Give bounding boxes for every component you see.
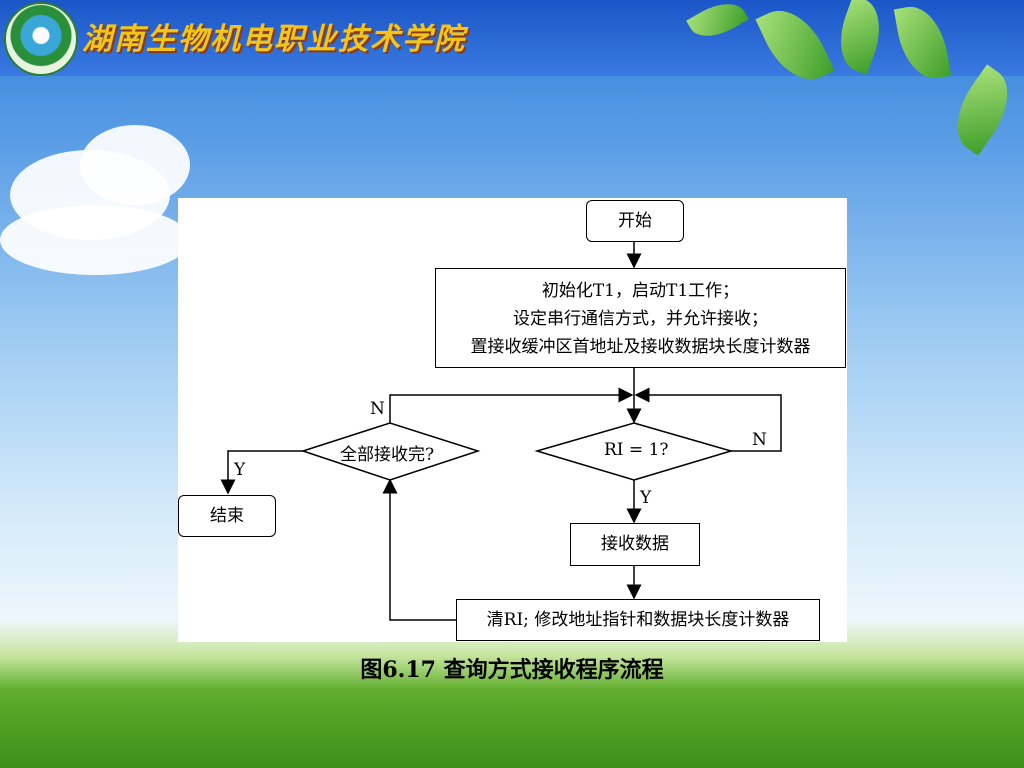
check-ri-n-label: N xyxy=(752,430,767,450)
check-all-n-label: N xyxy=(370,399,385,419)
start-node: 开始 xyxy=(586,200,684,242)
check-all-label: 全部接收完? xyxy=(340,445,435,465)
school-name: 湖南生物机电职业技术学院 xyxy=(82,22,466,57)
cloud-decoration xyxy=(0,205,190,275)
init-process-box: 初始化T1，启动T1工作； 设定串行通信方式，并允许接收； 置接收缓冲区首地址及… xyxy=(435,268,846,368)
leaf-decoration xyxy=(941,64,1024,156)
receive-data-box: 接收数据 xyxy=(570,523,700,566)
flowchart-panel: 开始 初始化T1，启动T1工作； 设定串行通信方式，并允许接收； 置接收缓冲区首… xyxy=(178,198,847,642)
school-logo-icon xyxy=(4,2,78,76)
check-ri-y-label: Y xyxy=(640,488,652,508)
cloud-decoration xyxy=(80,125,190,205)
end-node: 结束 xyxy=(178,495,276,537)
check-all-y-label: Y xyxy=(234,460,246,480)
init-line-3: 置接收缓冲区首地址及接收数据块长度计数器 xyxy=(470,337,811,357)
clear-ri-box: 清RI; 修改地址指针和数据块长度计数器 xyxy=(456,599,820,641)
check-ri-label: RI = 1? xyxy=(604,440,669,460)
flowchart-connectors xyxy=(220,242,782,621)
init-line-2: 设定串行通信方式，并允许接收； xyxy=(513,309,768,329)
figure-caption: 图6.17 查询方式接收程序流程 xyxy=(360,657,664,683)
init-line-1: 初始化T1，启动T1工作； xyxy=(541,281,740,301)
